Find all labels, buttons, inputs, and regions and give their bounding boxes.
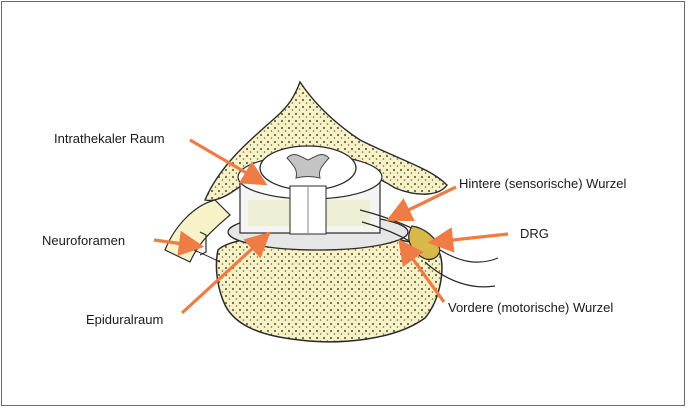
label-drg: DRG [520, 226, 549, 242]
label-dorsal-root: Hintere (sensorische) Wurzel [459, 176, 626, 192]
label-epidural-space: Epiduralraum [86, 312, 163, 328]
label-intrathecal-space: Intrathekaler Raum [54, 131, 165, 147]
arrow-drg [434, 234, 508, 242]
label-neuroforamen: Neuroforamen [42, 233, 125, 249]
label-ventral-root: Vordere (motorische) Wurzel [448, 300, 613, 316]
